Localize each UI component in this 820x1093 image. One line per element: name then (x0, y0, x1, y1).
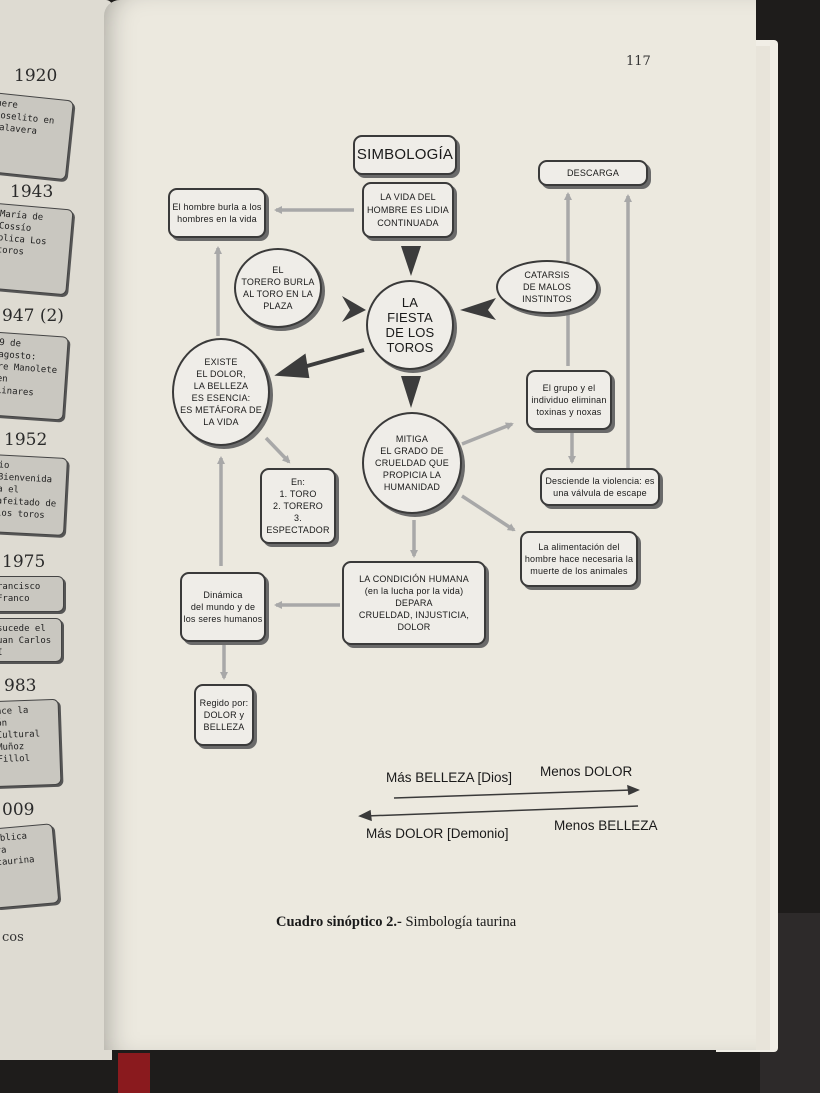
arrow (264, 436, 291, 464)
timeline-year: 1920 (14, 66, 58, 86)
timeline-entry: ace la ón Cultural Muñoz Fillol (0, 698, 62, 788)
arrow (461, 494, 516, 532)
arrow (460, 298, 496, 320)
node-fiesta-toros: LA FIESTA DE LOS TOROS (366, 280, 454, 370)
left-page: 1920 uere Joselito en Talavera 1943 Marí… (0, 0, 112, 1060)
caption-text: Simbología taurina (401, 914, 517, 930)
node-existe-dolor: EXISTE EL DOLOR, LA BELLEZA ES ESENCIA: … (172, 338, 270, 446)
timeline-year: 1943 (10, 182, 54, 202)
node-torero-burla: EL TORERO BURLA AL TORO EN LA PLAZA (234, 248, 322, 328)
timeline-year: 947 (2) (2, 306, 64, 326)
page-number: 117 (626, 54, 651, 69)
node-hombre-burla: El hombre burla a los hombres en la vida (168, 188, 266, 238)
node-en-list: En: 1. TORO 2. TORERO 3. ESPECTADOR (260, 468, 336, 544)
timeline-year: 983 (4, 676, 37, 696)
node-regido-por: Regido por: DOLOR y BELLEZA (194, 684, 254, 746)
timeline-year: 1952 (4, 430, 48, 450)
node-vida-lidia: LA VIDA DEL HOMBRE ES LIDIA CONTINUADA (362, 182, 454, 238)
legend-arrow-left (365, 805, 639, 817)
arrow-head (627, 784, 640, 796)
caption-label: Cuadro sinóptico 2.- (276, 914, 402, 930)
legend-mas-belleza: Más BELLEZA [Dios] (386, 770, 513, 785)
legend-menos-dolor: Menos DOLOR (540, 764, 633, 779)
dark-arrows (342, 246, 496, 408)
timeline-entry: María de Cossío blica Los toros (0, 202, 74, 296)
timeline-entry: io Bienvenida a el afeitado de los toros (0, 454, 68, 536)
node-dinamica: Dinámica del mundo y de los seres humano… (180, 572, 266, 642)
dark-long-arrow (274, 348, 365, 379)
figure-caption: Cuadro sinóptico 2.- Simbología taurina (276, 914, 516, 931)
arrow-head (358, 809, 372, 822)
node-descarga: DESCARGA (538, 160, 648, 186)
arrow (342, 296, 366, 322)
left-page-footer: cos (2, 930, 24, 945)
diagram-arrows (214, 192, 640, 822)
arrow (401, 246, 421, 276)
legend-arrow-right (393, 789, 633, 799)
book-spine-red-edge (118, 1053, 150, 1093)
timeline-year: 009 (2, 800, 35, 820)
timeline-entry: uere Joselito en Talavera (0, 91, 74, 181)
arrow (299, 348, 365, 370)
arrow (461, 422, 514, 446)
right-page: 117 (104, 0, 756, 1050)
arrow (401, 376, 421, 408)
timeline-year: 1975 (2, 552, 46, 572)
timeline-entry: rancisco Franco (0, 576, 64, 612)
timeline-entry: sucede el uan Carlos I (0, 618, 62, 662)
node-simbologia: SIMBOLOGÍA (353, 135, 457, 175)
arrow (274, 353, 310, 379)
node-mitiga: MITIGA EL GRADO DE CRUELDAD QUE PROPICIA… (362, 412, 462, 514)
node-condicion-humana: LA CONDICIÓN HUMANA (en la lucha por la … (342, 561, 486, 645)
legend-arrows (358, 784, 640, 822)
timeline-entry: ublica ra taurina (0, 823, 60, 909)
legend-mas-dolor: Más DOLOR [Demonio] (366, 826, 509, 841)
node-catarsis: CATARSIS DE MALOS INSTINTOS (496, 260, 598, 314)
timeline-entry: 9 de agosto: re Manolete en Linares (0, 331, 69, 421)
node-alimentacion: La alimentación del hombre hace necesari… (520, 531, 638, 587)
node-desciende-violencia: Desciende la violencia: es una válvula d… (540, 468, 660, 506)
node-grupo-individuo: El grupo y el individuo eliminan toxinas… (526, 370, 612, 430)
legend-menos-belleza: Menos BELLEZA (554, 818, 658, 833)
